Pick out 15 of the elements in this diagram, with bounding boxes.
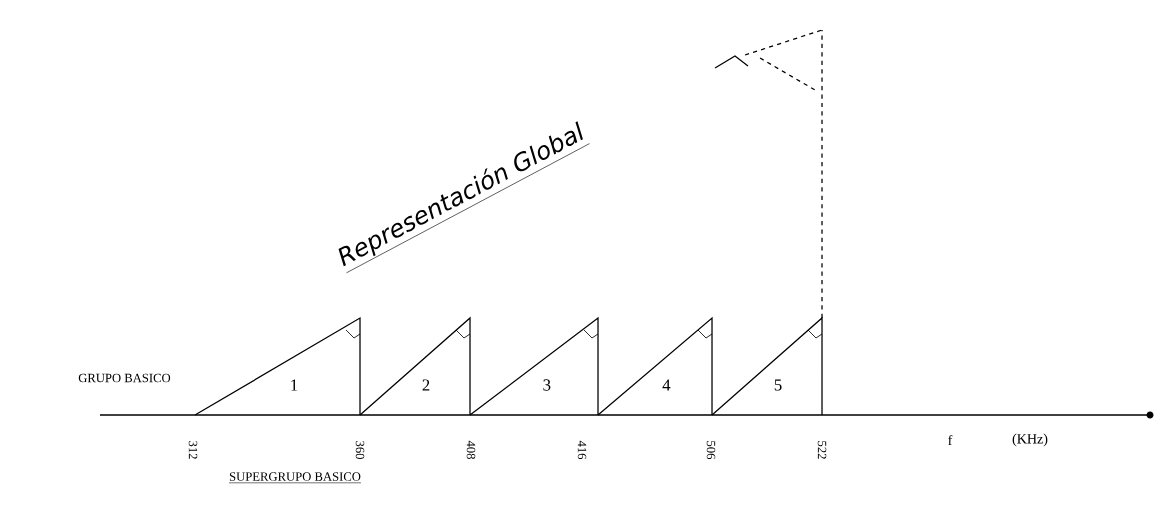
group-triangle: 1	[194, 316, 361, 416]
group-triangle: 4	[597, 316, 713, 416]
tick-label: 506	[706, 441, 716, 460]
axis-label: f	[948, 435, 953, 445]
unit-label: (KHz)	[1012, 433, 1048, 447]
tick-label: 408	[466, 440, 476, 459]
tick-label: 312	[188, 441, 198, 459]
group-label: GRUPO BASICO	[78, 373, 171, 383]
tick-label: 360	[355, 441, 365, 459]
tick-label: 416	[577, 440, 587, 460]
group-triangle: 5	[711, 316, 823, 416]
group-triangle: 2	[359, 316, 471, 416]
tick-label: 522	[817, 441, 827, 459]
supergroup-label: SUPERGRUPO BASICO	[228, 472, 362, 484]
group-triangle: 3	[469, 316, 599, 416]
